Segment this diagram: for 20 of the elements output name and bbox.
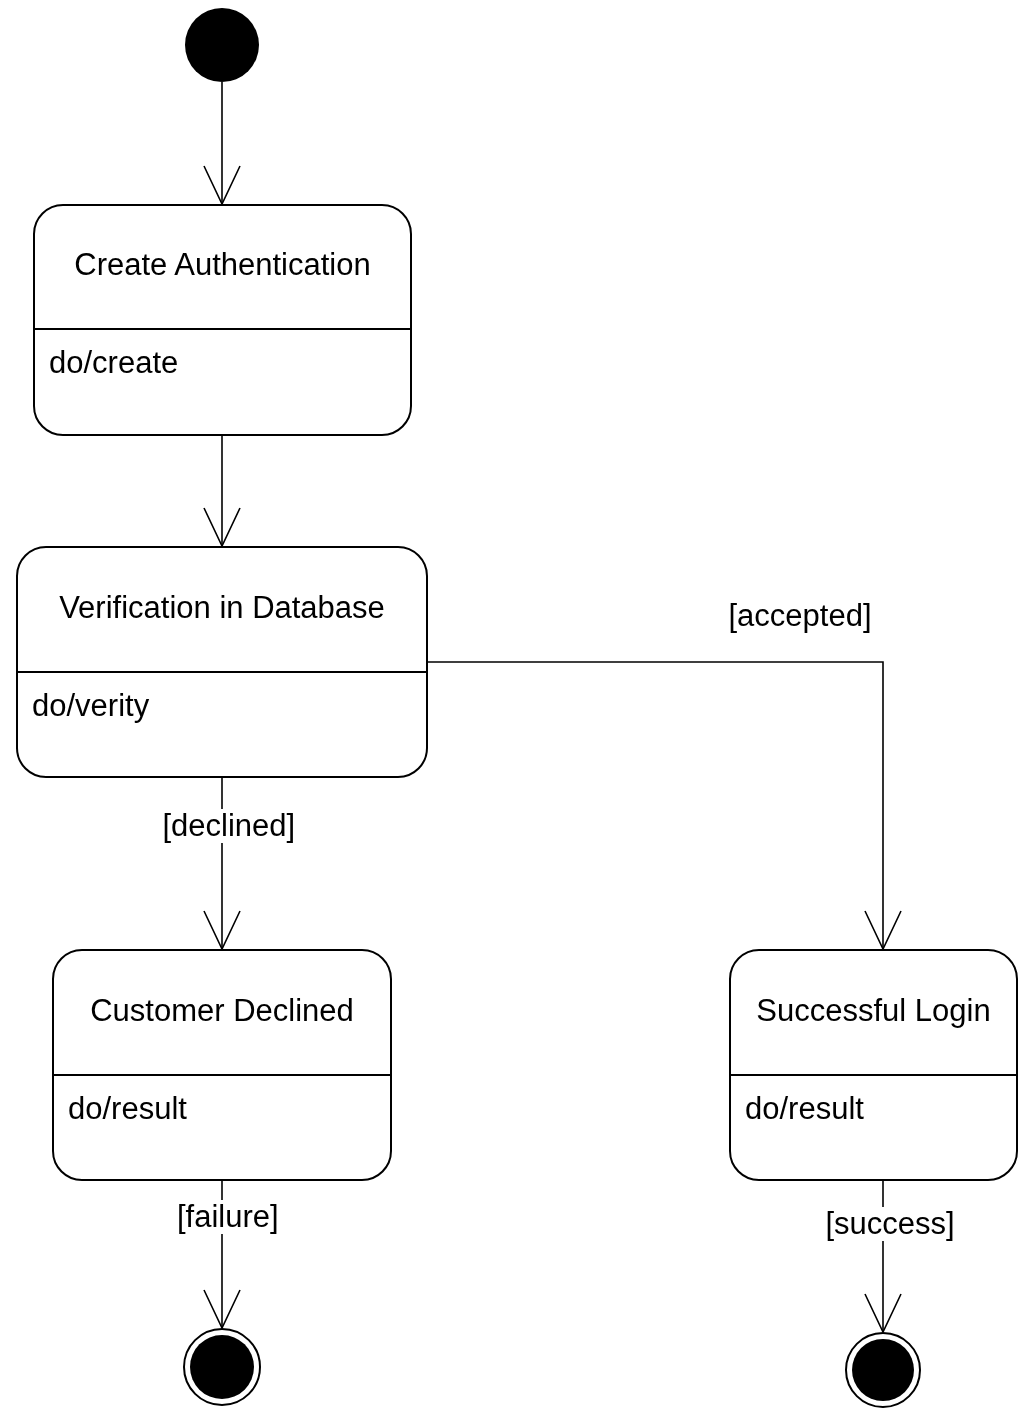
edge-label: [accepted] — [728, 599, 872, 634]
state-box — [16, 546, 428, 778]
state-box — [52, 949, 392, 1181]
transition-arrow — [203, 1180, 241, 1329]
transition-arrow — [203, 435, 241, 547]
transition-arrow — [427, 661, 902, 950]
transition-arrow — [203, 81, 241, 205]
state-activity: do/result — [68, 1091, 187, 1127]
state-name: Successful Login — [755, 992, 992, 1029]
state-box — [729, 949, 1018, 1181]
state-activity: do/verity — [32, 688, 150, 724]
edge-label: [success] — [825, 1207, 955, 1242]
state-name: Create Authentication — [73, 247, 372, 283]
state-name: Verification in Database — [58, 589, 386, 626]
state-activity: do/result — [745, 1091, 864, 1127]
state-activity: do/create — [49, 345, 179, 381]
state-box — [33, 204, 412, 436]
state-name: Customer Declined — [89, 992, 355, 1029]
edge-label: [declined] — [162, 809, 296, 844]
edge-label: [failure] — [177, 1200, 279, 1235]
